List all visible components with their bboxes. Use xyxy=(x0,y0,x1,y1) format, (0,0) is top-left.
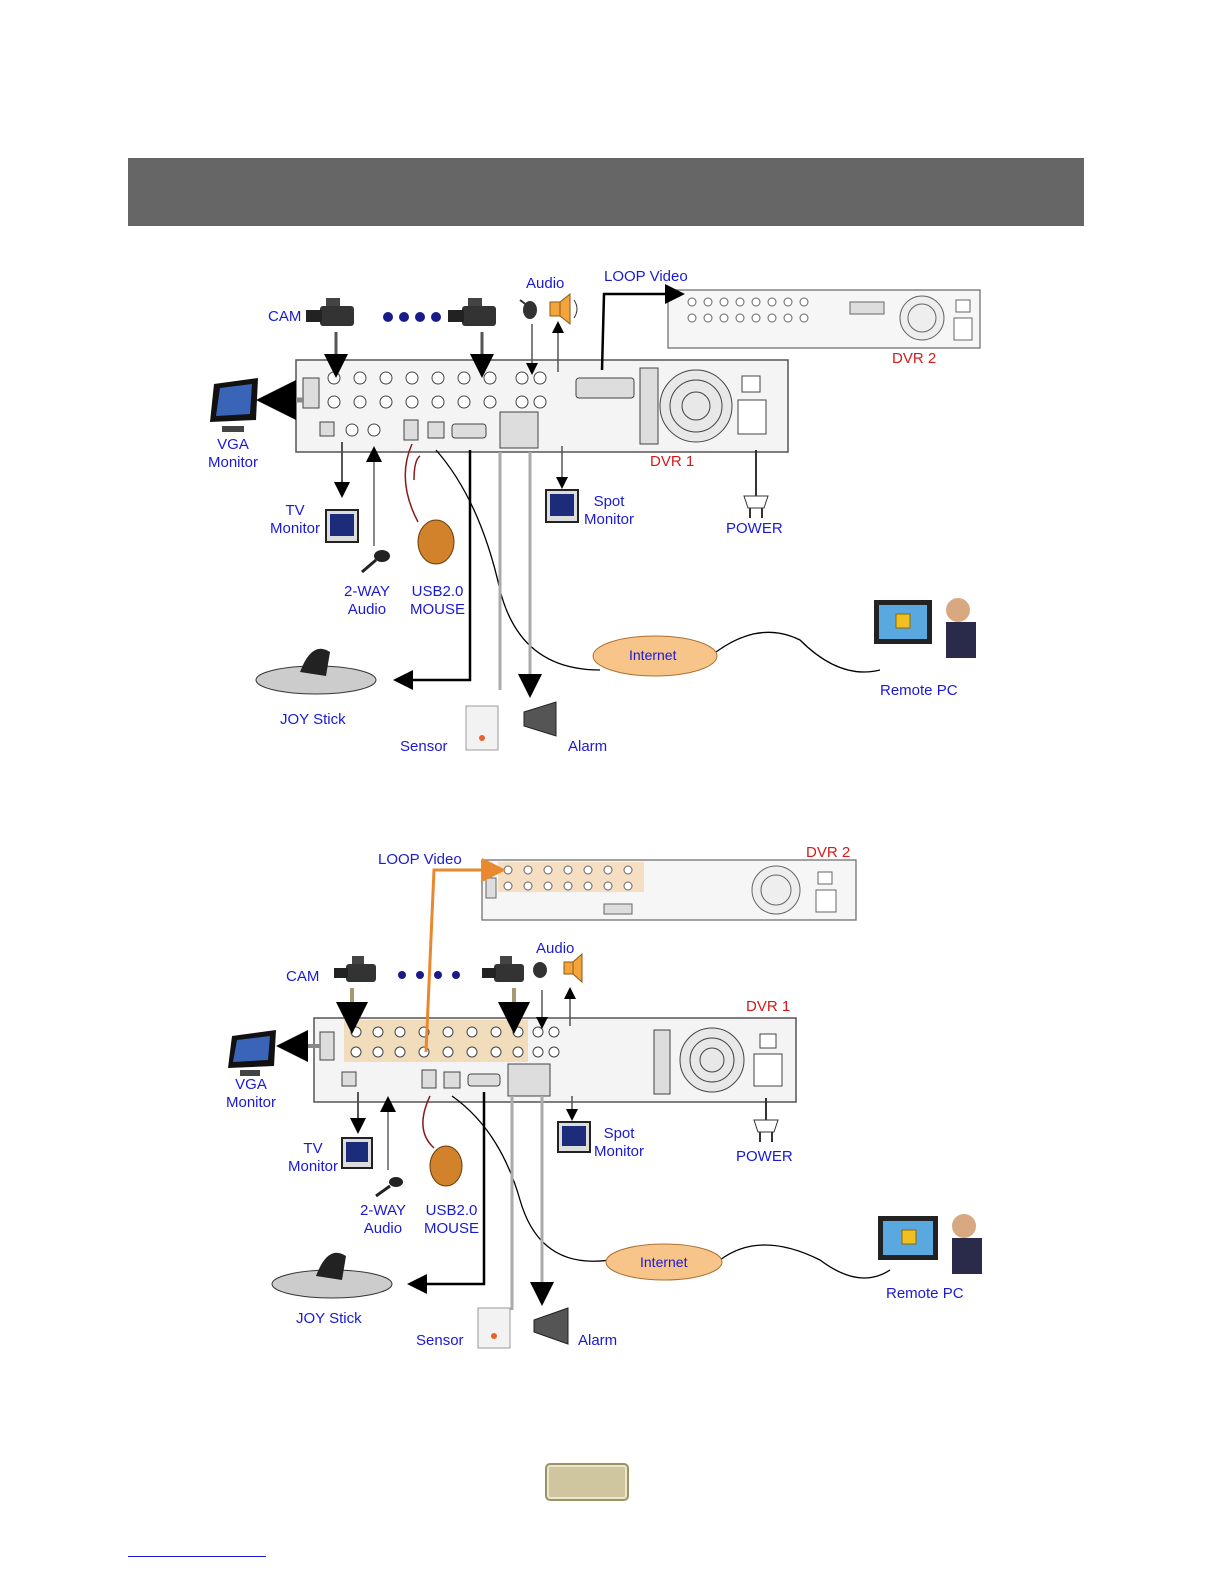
joystick-icon xyxy=(272,1253,392,1298)
microphone-icon xyxy=(520,300,537,319)
dvr1-unit xyxy=(314,1018,796,1102)
ellipsis-dots xyxy=(383,312,441,322)
camera-icon-1 xyxy=(334,956,376,982)
label-dvr2: DVR 2 xyxy=(806,844,850,862)
dvr2-unit xyxy=(668,290,980,348)
spot-monitor-icon xyxy=(546,490,578,522)
label-usb-mouse: USB2.0 MOUSE xyxy=(424,1202,479,1238)
tv-monitor-icon xyxy=(326,510,358,542)
label-sensor: Sensor xyxy=(400,738,448,756)
dvr2-unit xyxy=(482,860,856,920)
label-usb-mouse: USB2.0 MOUSE xyxy=(410,583,465,619)
label-dvr2: DVR 2 xyxy=(892,350,936,368)
remote-pc-icon xyxy=(878,1214,982,1274)
label-loop-video: LOOP Video xyxy=(378,851,462,869)
label-alarm: Alarm xyxy=(578,1332,617,1350)
vga-monitor-icon xyxy=(228,1030,276,1076)
alarm-siren-icon xyxy=(534,1308,568,1344)
label-cam: CAM xyxy=(268,308,301,326)
connection-diagram-single: CAM Audio LOOP Video DVR 2 DVR 1 VGA Mon… xyxy=(0,260,1225,780)
label-tv-monitor: TV Monitor xyxy=(288,1140,338,1176)
label-remote-pc: Remote PC xyxy=(886,1285,964,1303)
label-vga-monitor: VGA Monitor xyxy=(208,436,258,472)
tv-monitor-icon xyxy=(342,1138,372,1168)
label-spot-monitor: Spot Monitor xyxy=(594,1125,644,1161)
power-plug-icon xyxy=(754,1098,778,1142)
remote-pc-icon xyxy=(874,598,976,658)
sensor-icon xyxy=(466,706,498,750)
label-audio: Audio xyxy=(526,275,564,293)
connection-diagram-loop: LOOP Video DVR 2 Audio CAM DVR 1 VGA Mon… xyxy=(0,830,1225,1390)
two-way-audio-mic-icon xyxy=(362,550,390,572)
label-two-way-audio: 2-WAY Audio xyxy=(360,1202,406,1238)
section-header-bar xyxy=(128,158,1084,226)
label-joy-stick: JOY Stick xyxy=(296,1310,362,1328)
spot-monitor-icon xyxy=(558,1122,590,1152)
label-vga-monitor: VGA Monitor xyxy=(226,1076,276,1112)
speaker-icon xyxy=(550,294,577,324)
page-number-badge xyxy=(545,1463,629,1501)
camera-icon-2 xyxy=(482,956,524,982)
alarm-siren-icon xyxy=(524,702,556,736)
power-plug-icon xyxy=(744,450,768,518)
dvr1-unit xyxy=(296,360,788,452)
label-audio: Audio xyxy=(536,940,574,958)
sensor-icon xyxy=(478,1308,510,1348)
camera-icon-2 xyxy=(448,298,496,326)
label-dvr1: DVR 1 xyxy=(650,453,694,471)
microphone-icon xyxy=(533,962,547,978)
mouse-icon xyxy=(405,444,454,564)
mouse-icon xyxy=(423,1096,462,1186)
label-two-way-audio: 2-WAY Audio xyxy=(344,583,390,619)
label-power: POWER xyxy=(726,520,783,538)
diagram-drawing xyxy=(0,830,1225,1390)
label-power: POWER xyxy=(736,1148,793,1166)
label-spot-monitor: Spot Monitor xyxy=(584,493,634,529)
footer-divider xyxy=(128,1556,266,1557)
label-loop-video: LOOP Video xyxy=(604,268,688,286)
speaker-icon xyxy=(564,954,582,982)
vga-monitor-icon xyxy=(210,378,258,432)
joystick-icon xyxy=(256,649,376,694)
label-joy-stick: JOY Stick xyxy=(280,711,346,729)
label-internet: Internet xyxy=(640,1253,687,1271)
label-remote-pc: Remote PC xyxy=(880,682,958,700)
label-dvr1: DVR 1 xyxy=(746,998,790,1016)
camera-icon-1 xyxy=(306,298,354,326)
label-sensor: Sensor xyxy=(416,1332,464,1350)
label-internet: Internet xyxy=(629,646,676,664)
label-cam: CAM xyxy=(286,968,319,986)
two-way-audio-mic-icon xyxy=(376,1177,403,1196)
label-tv-monitor: TV Monitor xyxy=(270,502,320,538)
label-alarm: Alarm xyxy=(568,738,607,756)
